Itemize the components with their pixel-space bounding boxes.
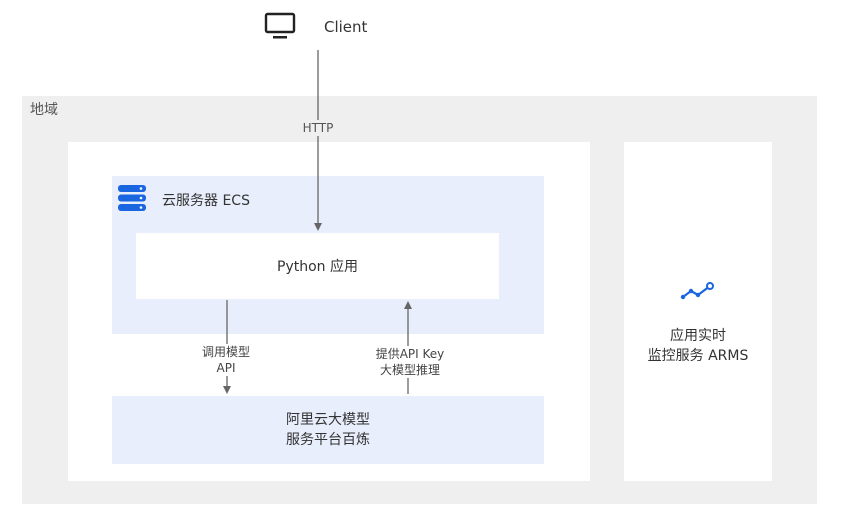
region-label: 地域 xyxy=(30,102,58,118)
bailian-box: 阿里云大模型 服务平台百炼 xyxy=(112,396,544,464)
arms-label-line2: 监控服务 ARMS xyxy=(647,348,749,364)
monitor-icon xyxy=(264,12,296,40)
bailian-label-line1: 阿里云大模型 xyxy=(286,412,370,428)
call-api-label: 调用模型 API xyxy=(186,344,266,376)
client-label: Client xyxy=(324,18,368,36)
python-app-box: Python 应用 xyxy=(136,233,499,299)
region-monitor-panel xyxy=(624,142,772,481)
call-api-label-line1: 调用模型 xyxy=(201,345,250,359)
provide-key-label-line1: 提供API Key xyxy=(375,347,445,361)
call-api-label-line2: API xyxy=(216,361,236,375)
bailian-label-line2: 服务平台百炼 xyxy=(286,432,370,448)
http-label: HTTP xyxy=(298,120,338,136)
trend-line-icon xyxy=(680,282,716,302)
python-app-label: Python 应用 xyxy=(277,259,358,275)
server-icon xyxy=(117,184,147,212)
provide-key-label: 提供API Key 大模型推理 xyxy=(364,346,456,378)
ecs-label: 云服务器 ECS xyxy=(162,193,250,209)
arms-label-line1: 应用实时 xyxy=(670,328,726,344)
arms-label: 应用实时 监控服务 ARMS xyxy=(624,326,772,366)
provide-key-label-line2: 大模型推理 xyxy=(379,363,440,377)
